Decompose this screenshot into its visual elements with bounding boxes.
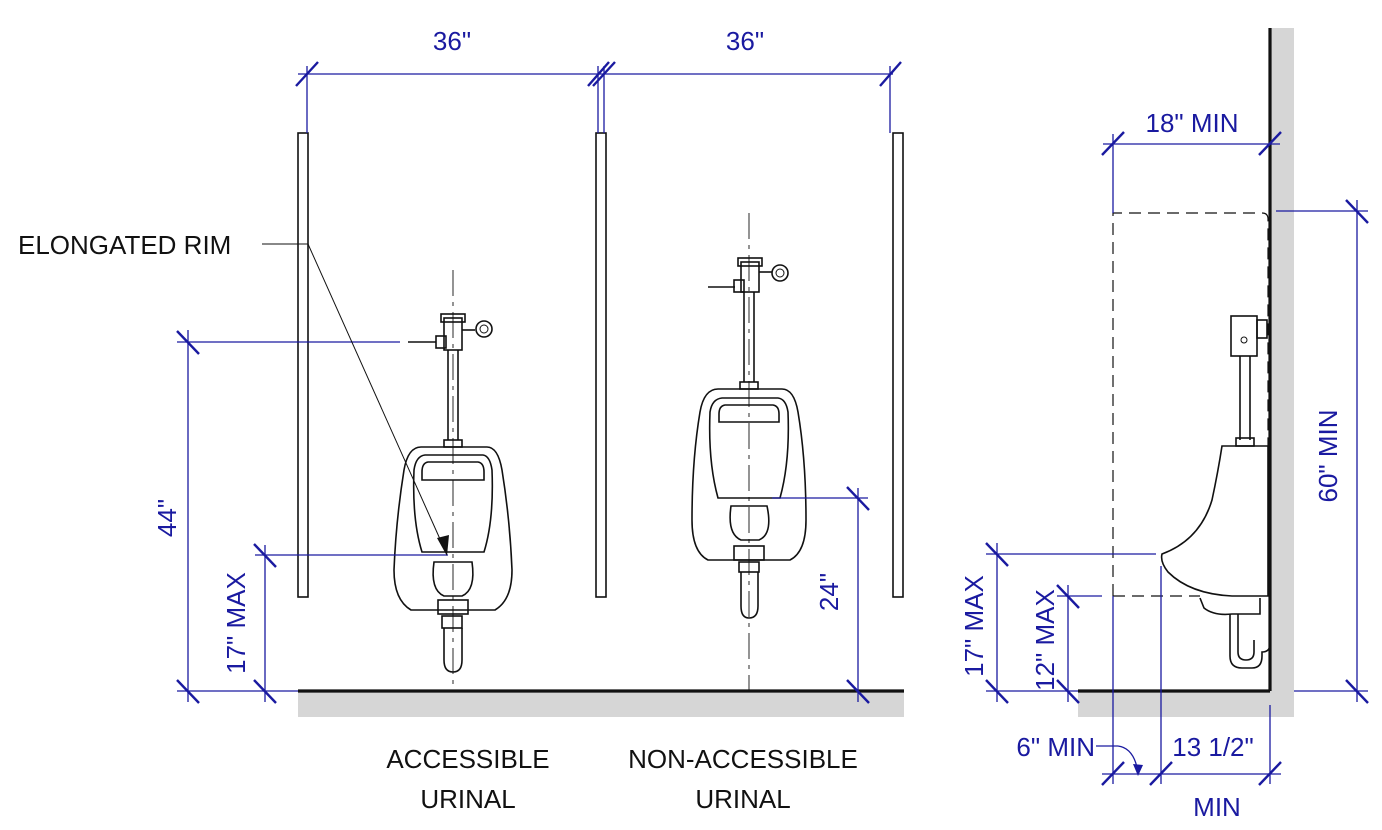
dim-clear-space-height-label: 60" MIN	[1313, 409, 1343, 502]
accessible-caption-line-1: ACCESSIBLE	[386, 744, 549, 774]
dim-accessible-rim-height	[253, 543, 448, 704]
accessible-caption-line-2: URINAL	[420, 784, 515, 814]
dim-clear-space-depth	[1101, 131, 1282, 213]
non-accessible-caption-line-1: NON-ACCESSIBLE	[628, 744, 858, 774]
partition-right	[892, 132, 904, 598]
dim-bottom-projections	[1096, 566, 1282, 786]
dim-stall-width-left: 36"	[433, 26, 471, 56]
dim-stall-width-right: 36"	[726, 26, 764, 56]
dim-rim-projection-suffix: MIN	[1193, 792, 1241, 822]
dim-non-accessible-rim-height	[772, 486, 870, 704]
dim-stall-widths	[295, 61, 902, 133]
elongated-rim-leader	[262, 243, 449, 556]
accessible-urinal	[393, 270, 513, 691]
dim-clear-space-depth-label: 18" MIN	[1145, 108, 1238, 138]
dim-side-rim-height-label: 17" MAX	[959, 575, 989, 677]
dim-non-accessible-rim-height-label: 24"	[814, 573, 844, 611]
stall-partitions	[297, 132, 904, 598]
dim-clear-space-height	[1276, 199, 1369, 704]
dim-flush-valve-height	[176, 330, 400, 704]
dim-accessible-rim-height-label: 17" MAX	[221, 572, 251, 674]
dim-side-rim-height	[985, 542, 1156, 704]
partition-middle	[595, 132, 607, 598]
floor-and-wall-side-view	[1078, 28, 1294, 717]
partition-left	[297, 132, 309, 598]
dim-knee-clearance-height-label: 12" MAX	[1030, 589, 1060, 691]
dim-flush-valve-height-label: 44"	[152, 499, 182, 537]
non-accessible-urinal	[691, 213, 807, 691]
side-view-urinal	[1112, 212, 1271, 669]
dim-toe-clearance-label: 6" MIN	[1016, 732, 1095, 762]
dim-rim-projection-label: 13 1/2"	[1172, 732, 1254, 762]
non-accessible-caption-line-2: URINAL	[695, 784, 790, 814]
floor-front-view	[298, 689, 904, 717]
dim-knee-clearance-height	[1056, 584, 1102, 704]
elongated-rim-label: ELONGATED RIM	[18, 230, 231, 260]
